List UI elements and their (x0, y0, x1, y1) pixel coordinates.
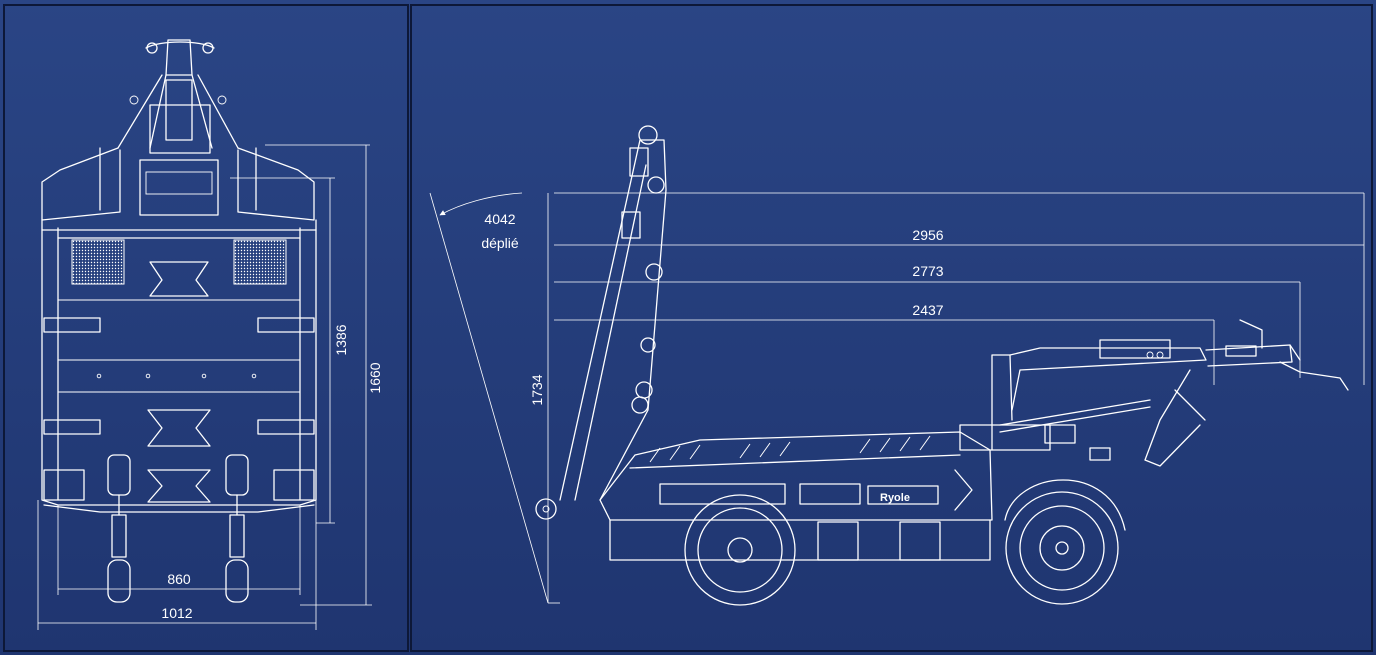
dim-1386-label: 1386 (333, 324, 349, 355)
side-view-dimension-lines (429, 192, 1365, 604)
side-view-frame (410, 4, 1373, 652)
front-view-dimension-lines (37, 144, 372, 630)
dim-1734-label: 1734 (529, 374, 545, 405)
dim-2773-label: 2773 (912, 263, 943, 279)
brand-logo: Ryole (880, 492, 910, 504)
dim-2437-label: 2437 (912, 302, 943, 318)
dim-1660-label: 1660 (367, 362, 383, 393)
front-view-frame (3, 4, 409, 652)
front-view-drawing (41, 39, 317, 603)
dim-4042-label: 4042 (484, 211, 515, 227)
side-view-drawing: Ryole (535, 125, 1349, 606)
dim-860-label: 860 (167, 571, 191, 587)
dim-1012-label: 1012 (161, 605, 192, 621)
dim-2956-label: 2956 (912, 227, 943, 243)
dim-deplie-label: déplié (481, 235, 519, 251)
